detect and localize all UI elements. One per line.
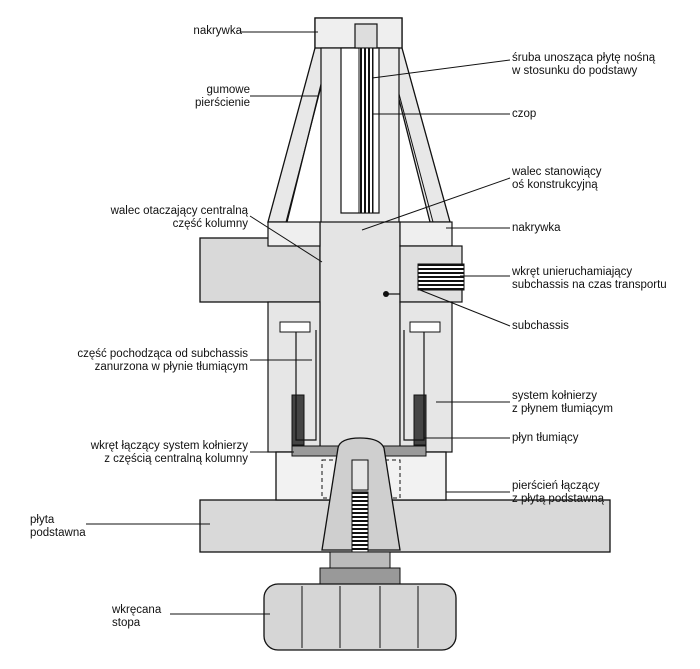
label-line: nakrywka	[512, 222, 561, 234]
screw-foot	[263, 551, 457, 651]
label-line: podstawna	[30, 527, 86, 539]
label-plyn: płyn tłumiący	[512, 432, 578, 445]
left-arm	[199, 237, 321, 303]
label-line: nakrywka	[193, 25, 242, 37]
label-line: w stosunku do podstawy	[512, 65, 638, 77]
label-line: z płynem tłumiącym	[512, 403, 613, 415]
label-line: pierścienie	[195, 97, 250, 109]
label-line: wkręt unieruchamiający	[512, 266, 633, 278]
label-line: wkręt łączący system kołnierzy	[90, 440, 248, 452]
label-line: płyn tłumiący	[512, 432, 579, 444]
label-line: płyta	[30, 514, 55, 526]
label-line: walec otaczający centralną	[110, 205, 248, 217]
label-line: wkręcana	[112, 604, 162, 616]
central-column	[319, 23, 401, 485]
label-line: zanurzona w płynie tłumiącym	[94, 361, 248, 373]
label-line: oś konstrukcyjną	[512, 179, 598, 191]
label-subchassis: subchassis	[512, 320, 569, 333]
label-line: część pochodząca od subchassis	[77, 348, 248, 360]
label-line: pierścień łączący	[512, 480, 600, 492]
base-plate	[199, 499, 611, 553]
center-cone	[321, 437, 401, 553]
label-line: system kołnierzy	[512, 390, 597, 402]
label-line: czop	[512, 108, 537, 120]
label-czop: czop	[512, 108, 536, 121]
label-line: subchassis	[512, 320, 569, 332]
label-line: walec stanowiący	[512, 166, 602, 178]
label-line: gumowe	[206, 84, 250, 96]
label-line: stopa	[112, 617, 141, 629]
upper-collar	[267, 221, 465, 303]
label-nakrywka-mid: nakrywka	[512, 222, 561, 235]
label-line: z częścią centralną kolumny	[104, 453, 248, 465]
label-line: śruba unosząca płytę nośną	[512, 52, 656, 64]
label-nakrywka-top: nakrywka	[193, 25, 242, 38]
leader-lines	[86, 31, 511, 615]
label-line: z płytą podstawną	[512, 493, 605, 505]
label-line: część kolumny	[172, 218, 248, 230]
label-line: subchassis na czas transportu	[512, 279, 667, 291]
damping-housing	[267, 301, 453, 453]
